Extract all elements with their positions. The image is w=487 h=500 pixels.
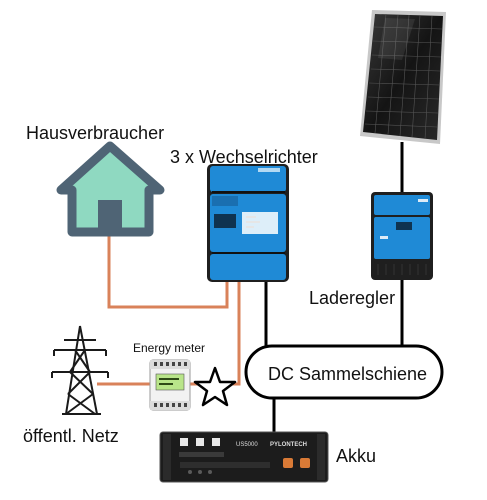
battery-label: Akku (336, 446, 376, 466)
dc-busbar-label: DC Sammelschiene (268, 364, 427, 384)
house-icon (56, 141, 165, 237)
dc-busbar-box (244, 344, 444, 400)
charge-controller-device (371, 192, 433, 280)
battery-device: US5000 PYLONTECH (159, 431, 329, 483)
ac-cable-house-inverter (107, 232, 229, 309)
battery-brand-label: PYLONTECH (270, 442, 307, 448)
star-icon (193, 366, 237, 407)
battery-model-label: US5000 (236, 442, 258, 448)
inverter-device (207, 164, 289, 282)
energy-meter-label: Energy meter (133, 341, 205, 355)
consumers-label: Hausverbraucher (26, 123, 164, 143)
energy-meter-device (149, 359, 191, 411)
power-pylon-icon (51, 325, 109, 415)
dc-cables (264, 142, 404, 432)
charge-controller-label: Laderegler (309, 288, 395, 308)
inverters-label: 3 x Wechselrichter (170, 147, 318, 167)
grid-label: öffentl. Netz (23, 426, 119, 446)
solar-panel-icon (360, 10, 446, 144)
